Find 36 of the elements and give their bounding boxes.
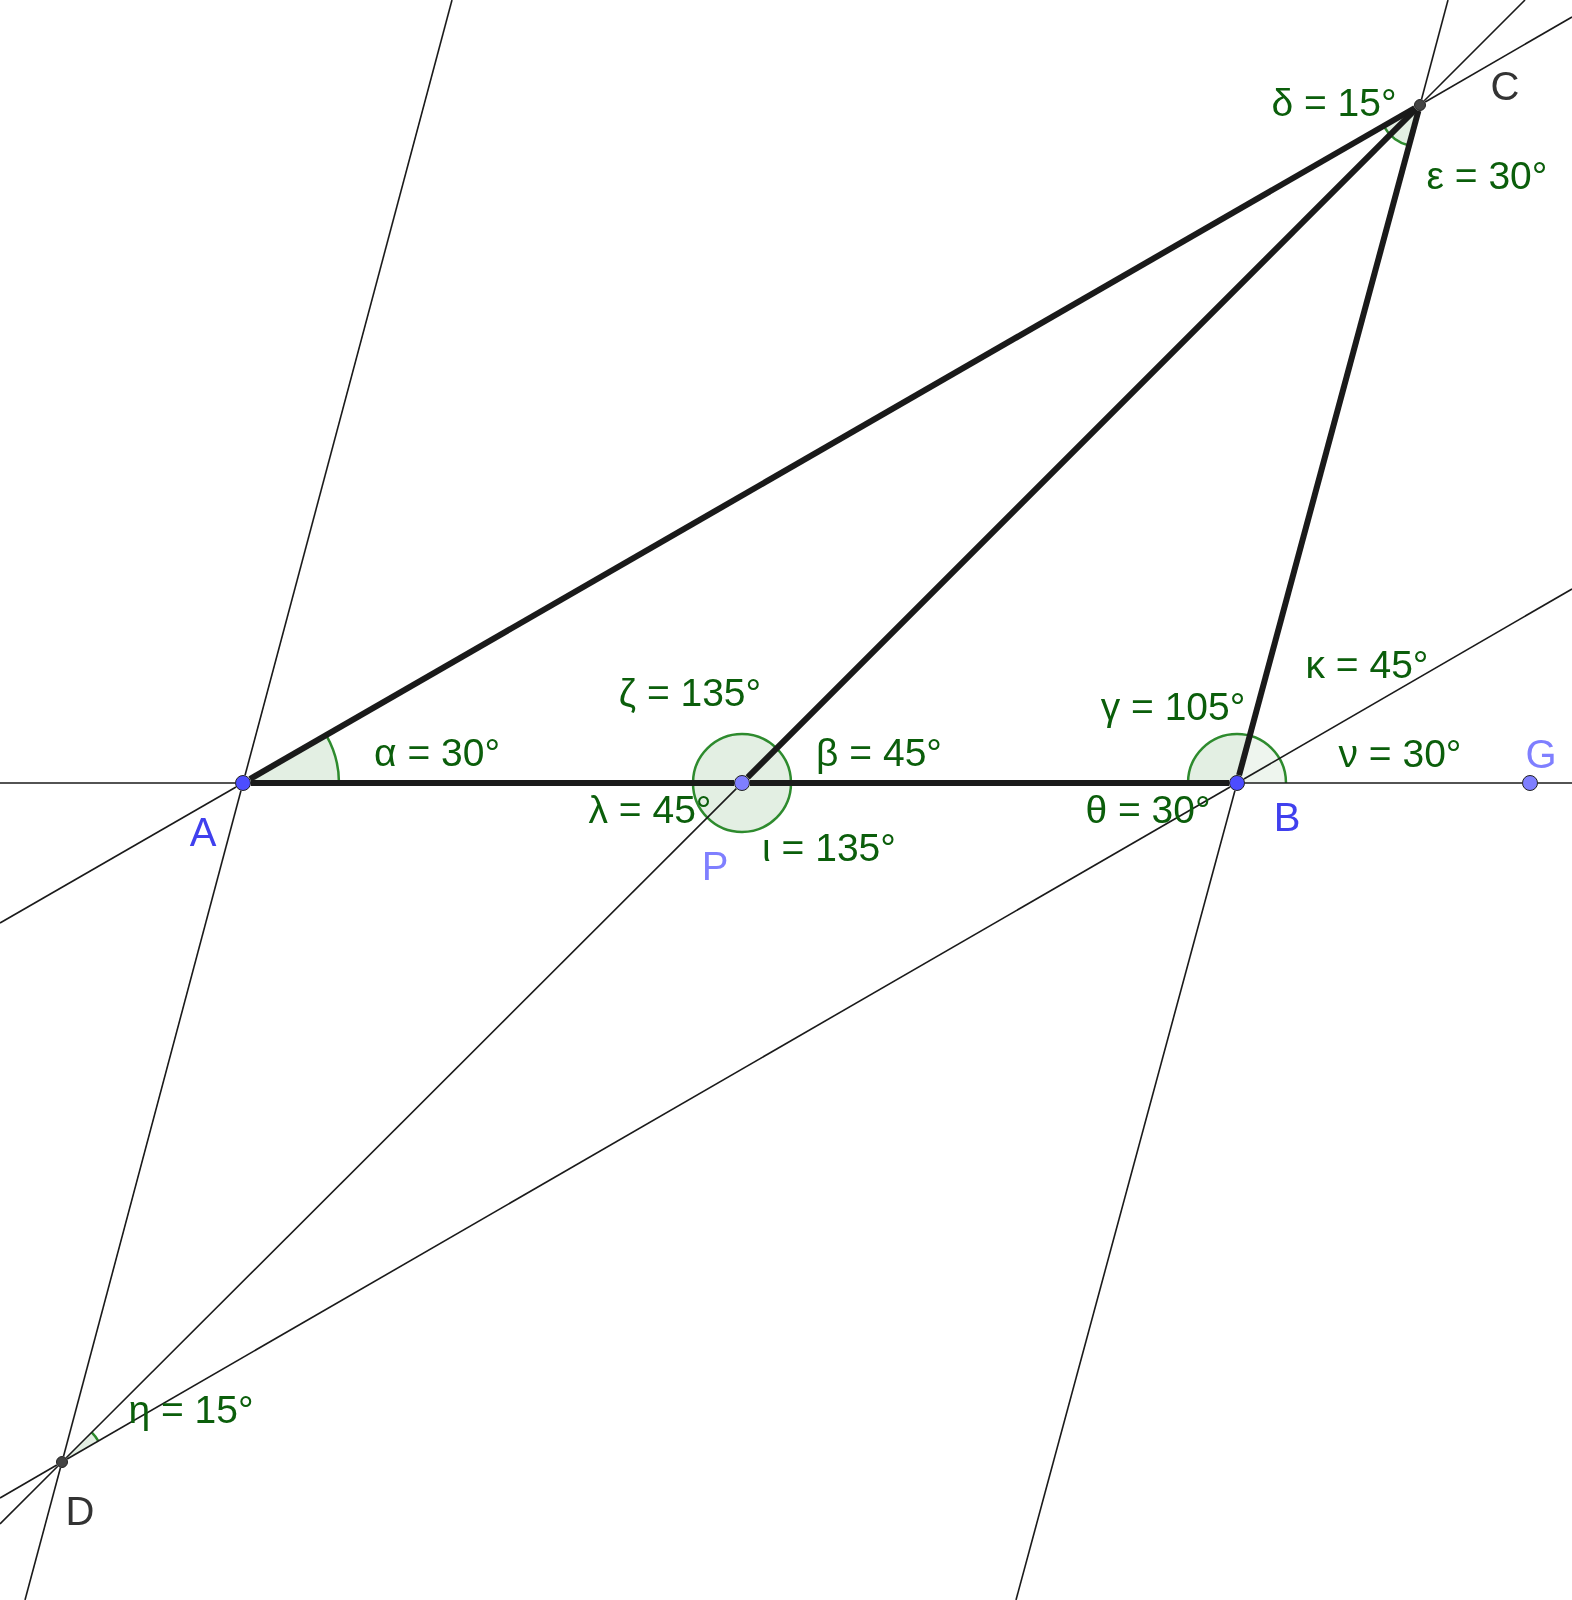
angle-label: ι = 135° — [762, 827, 896, 867]
line-segment — [0, 786, 237, 924]
angle-label: γ = 105° — [1100, 686, 1246, 726]
point-label: B — [1273, 797, 1301, 837]
angle-label: δ = 15° — [1271, 82, 1397, 122]
line-segment — [0, 782, 236, 784]
angle-label: ν = 30° — [1338, 733, 1462, 773]
line-segment — [62, 789, 242, 1457]
line-segment — [244, 0, 453, 777]
line-segment — [1420, 0, 1449, 100]
line-segment — [66, 786, 1231, 1460]
line-segment — [248, 105, 1417, 782]
line-segment — [1015, 789, 1236, 1600]
point-label: C — [1490, 66, 1520, 106]
point-label: D — [65, 1491, 95, 1531]
point-label: G — [1525, 734, 1557, 774]
angle-label: ζ = 135° — [618, 672, 762, 712]
line-segment — [1537, 782, 1572, 784]
line-segment — [1244, 782, 1523, 784]
line-segment — [750, 780, 1229, 786]
line-segment — [1243, 588, 1572, 780]
line-segment — [24, 1467, 62, 1600]
angle-label: ε = 30° — [1426, 155, 1548, 195]
line-segment — [1424, 16, 1572, 103]
point-label: P — [701, 846, 729, 886]
line-segment — [251, 780, 734, 786]
line-segment — [0, 1464, 58, 1499]
line-segment — [745, 107, 1418, 780]
line-segment — [1236, 110, 1422, 777]
line-segment — [1423, 0, 1526, 102]
point-label: A — [189, 812, 217, 852]
angle-label: α = 30° — [374, 732, 500, 772]
angle-label: κ = 45° — [1305, 644, 1429, 684]
angle-label: β = 45° — [816, 732, 942, 772]
line-segment — [0, 1465, 59, 1525]
line-segment — [65, 787, 738, 1459]
